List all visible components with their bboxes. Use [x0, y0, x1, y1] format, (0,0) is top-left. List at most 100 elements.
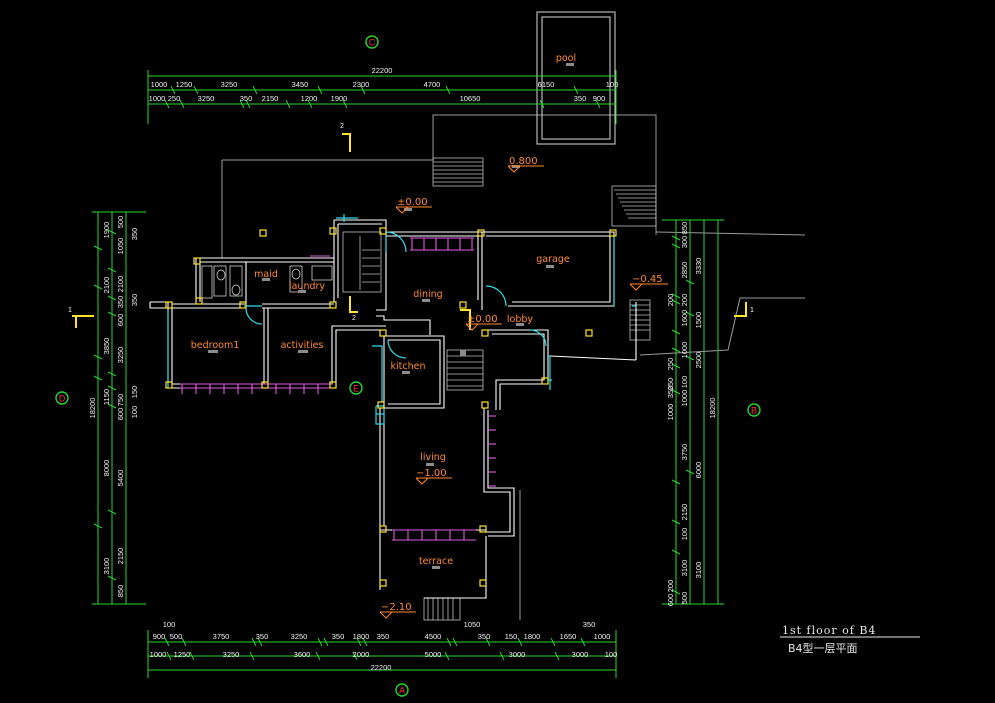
dim-bot-r2-1: 1250 — [174, 650, 191, 659]
dim-top-r1-3: 3450 — [292, 80, 309, 89]
dim-bot-r1-4: 3250 — [291, 632, 308, 641]
dim-top-r1-0: 1000 — [151, 80, 168, 89]
dim-top-r1-2: 3250 — [221, 80, 238, 89]
dim-left-total: 18200 — [88, 398, 97, 419]
dim-right-o-2: 2500 — [694, 352, 703, 369]
dim-left-i-7: 5400 — [116, 470, 125, 487]
section-mark-left-label: 1 — [68, 307, 72, 314]
room-label-terrace: terrace — [419, 556, 453, 567]
dims-bottom: 100 1050 350 900 500 3750 350 3250 350 1… — [150, 620, 618, 672]
dim-right-o-4: 3100 — [694, 562, 703, 579]
axis-left-label: D — [59, 394, 66, 404]
dim-left-o-1: 2100 — [102, 277, 111, 294]
dim-right-i-11: 3100 — [680, 560, 689, 577]
room-label-pool: pool — [556, 53, 576, 64]
dim-left-i-6: 750 — [116, 394, 125, 407]
dim-bot-r1-3: 350 — [256, 632, 269, 641]
dim-right-e-2: 250 — [666, 358, 675, 371]
room-label-bedroom: bedroom1 — [191, 340, 240, 351]
dim-left-i-3: 600 — [116, 314, 125, 327]
room-label-garage: garage — [536, 254, 570, 265]
axis-top-label: C — [369, 38, 376, 48]
level-ground: ±0.00 — [397, 197, 428, 208]
level-triangles — [379, 165, 668, 619]
dim-bot-r1-1: 500 — [170, 632, 183, 641]
dim-bot-r2-0: 1000 — [150, 650, 167, 659]
axis-bubbles — [55, 35, 761, 697]
label-tags — [208, 63, 574, 569]
dim-bot-r2-2: 3250 — [223, 650, 240, 659]
walls — [149, 219, 637, 599]
dim-bot-r1-9: 350 — [478, 632, 491, 641]
dim-right-i-7: 1000 — [680, 390, 689, 407]
dim-bot-r1-10: 150 — [505, 632, 518, 641]
dim-top-r2-1: 250 — [168, 94, 181, 103]
dim-left-i-4: 3250 — [116, 347, 125, 364]
room-label-laundry: laundry — [289, 281, 325, 292]
dim-bot-r1-13: 1000 — [594, 632, 611, 641]
dimension-ticks — [93, 85, 695, 661]
axis-inner-label: E — [353, 384, 359, 394]
fixtures — [201, 265, 333, 299]
columns — [165, 227, 617, 587]
dim-left-e-2: 350 — [130, 294, 139, 307]
dim-left-o-5: 3100 — [102, 558, 111, 575]
dim-top-r2-4: 2150 — [262, 94, 279, 103]
dim-bot-r2-3: 3600 — [294, 650, 311, 659]
level-living: −1.00 — [416, 468, 447, 479]
section-mark-lower-label: 2 — [352, 315, 356, 322]
dim-left-i-2: 350 — [116, 296, 125, 309]
dim-bot-r1-5: 350 — [332, 632, 345, 641]
dim-bot-r2-5: 5000 — [425, 650, 442, 659]
dim-top-r1-6: 6150 — [538, 80, 555, 89]
dim-right-i-8: 3750 — [680, 444, 689, 461]
dims-top: 22200 1000 1250 3250 3450 2300 4700 6150… — [149, 66, 619, 103]
window-mullions — [180, 237, 496, 541]
room-label-lobby: lobby — [507, 314, 534, 325]
dim-left-o-2: 3850 — [102, 338, 111, 355]
dim-bot-r1-6: 1800 — [353, 632, 370, 641]
dim-right-e-0: 250 — [666, 378, 675, 391]
dim-bot-r2-4: 2000 — [353, 650, 370, 659]
dim-right-e-1: 200 — [666, 294, 675, 307]
dim-left-i-9: 850 — [116, 585, 125, 598]
dim-right-e-5: 600 — [666, 594, 675, 607]
dim-right-o-3: 6000 — [694, 462, 703, 479]
dim-right-i-0: 850 — [680, 222, 689, 235]
section-mark-right-label: 1 — [750, 307, 754, 314]
dim-top-r2-5: 1200 — [301, 94, 318, 103]
dim-top-r1-4: 2300 — [353, 80, 370, 89]
dim-right-i-10: 100 — [680, 528, 689, 541]
dim-left-e-0: 500 — [116, 216, 125, 229]
dim-top-r1-7: 100 — [606, 80, 619, 89]
dim-right-e-3: 350 — [666, 386, 675, 399]
room-label-maid: maid — [254, 269, 278, 280]
dim-top-r2-6: 1900 — [331, 94, 348, 103]
dim-bot-r1-8: 4500 — [425, 632, 442, 641]
dim-bot-r1-12: 1650 — [560, 632, 577, 641]
dim-bot-top-1: 1050 — [464, 620, 481, 629]
dim-right-i-9: 2150 — [680, 504, 689, 521]
dim-top-r2-9: 900 — [593, 94, 606, 103]
room-label-activities: activities — [281, 340, 324, 351]
dim-left-e-1: 350 — [130, 228, 139, 241]
dim-top-r2-3: 350 — [240, 94, 253, 103]
dim-right-i-5: 1000 — [680, 342, 689, 359]
room-label-living: living — [420, 452, 446, 463]
dim-right-e-4: 200 — [666, 580, 675, 593]
level-pool-deck: 0.800 — [509, 156, 538, 167]
dim-left-i-8: 2150 — [116, 548, 125, 565]
level-terrace: −2.10 — [381, 602, 412, 613]
dim-right-i-2: 2850 — [680, 262, 689, 279]
room-label-kitchen: kitchen — [391, 361, 426, 372]
dims-left: 18200 1900 2100 3850 1150 8000 3100 1050… — [88, 216, 139, 598]
section-mark-upper-label: 2 — [340, 123, 344, 130]
dim-top-r2-0: 1000 — [149, 94, 166, 103]
level-garage: −0.45 — [632, 274, 663, 285]
dim-right-o-1: 1500 — [694, 312, 703, 329]
dim-right-i-12: 500 — [680, 592, 689, 605]
dim-top-total: 22200 — [372, 66, 393, 75]
dim-left-i-1: 2100 — [116, 276, 125, 293]
